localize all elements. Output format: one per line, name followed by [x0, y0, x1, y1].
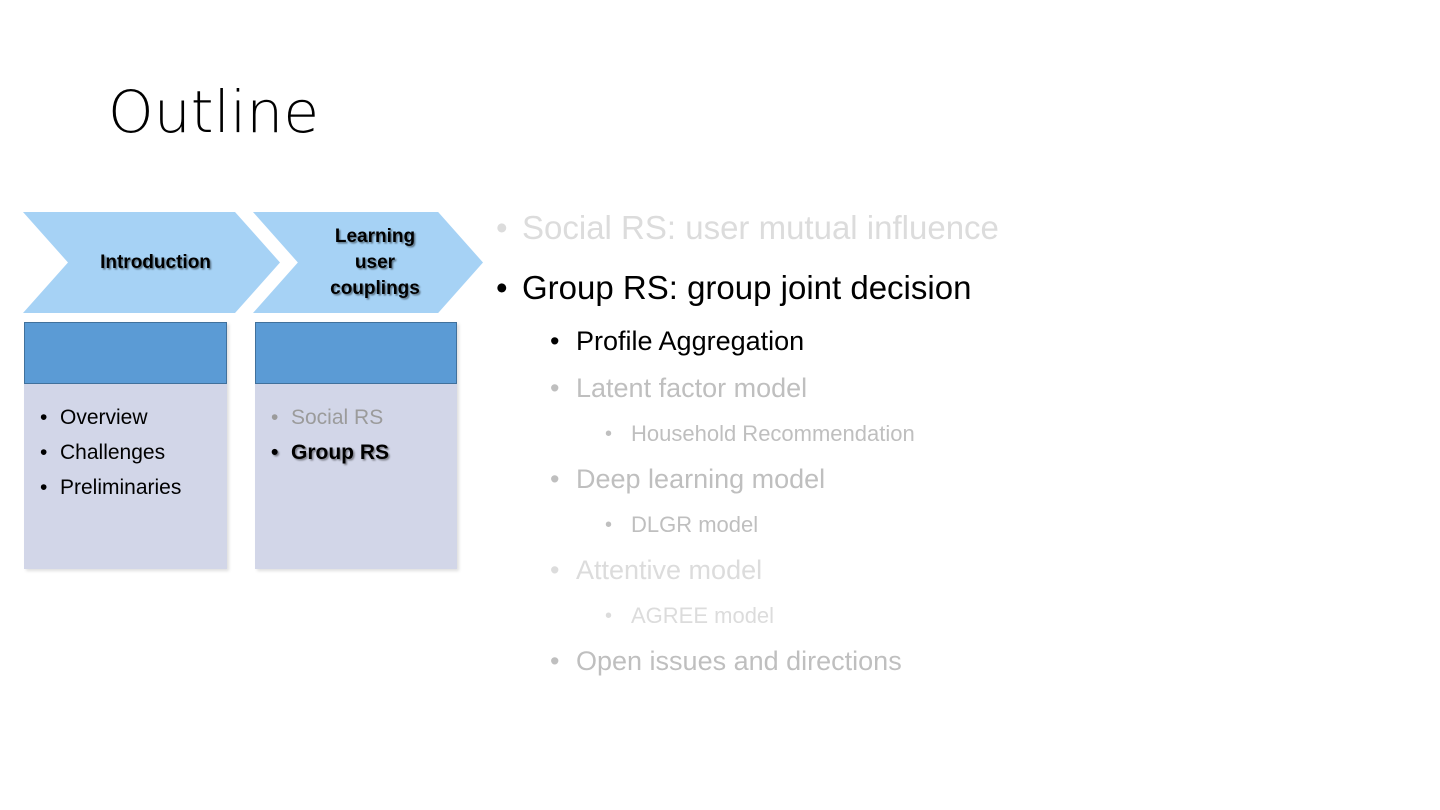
outline-item-group-rs[interactable]: • Group RS: group joint decision [492, 258, 1412, 318]
list-item[interactable]: Social RS [269, 400, 457, 435]
outline-item-household-recommendation[interactable]: • Household Recommendation [492, 412, 1412, 456]
outline-item-label: AGREE model [631, 603, 775, 628]
list-item[interactable]: Preliminaries [38, 470, 227, 505]
bullet-icon: • [605, 514, 613, 536]
bullet-icon: • [550, 326, 560, 356]
chevron-label: Learning user couplings [300, 224, 436, 302]
stage-box-header [24, 322, 227, 384]
outline-item-label: Social RS: user mutual influence [522, 209, 999, 246]
outline-item-label: Latent factor model [576, 373, 808, 403]
chevron-label-line: Introduction [100, 251, 211, 273]
stage-box-body: Social RS Group RS [255, 384, 457, 569]
outline-item-attentive-model[interactable]: • Attentive model [492, 547, 1412, 594]
outline-item-dlgr-model[interactable]: • DLGR model [492, 503, 1412, 547]
outline-item-agree-model[interactable]: • AGREE model [492, 594, 1412, 638]
outline-item-open-issues-and-directions[interactable]: • Open issues and directions [492, 638, 1412, 685]
outline-list: • Social RS: user mutual influence • Gro… [492, 198, 1412, 685]
bullet-icon: • [550, 464, 560, 494]
chevron-label-line: Learning [334, 225, 416, 247]
bullet-icon: • [550, 555, 560, 585]
bullet-icon: • [550, 646, 560, 676]
outline-item-label: Open issues and directions [576, 646, 902, 676]
outline-item-label: Household Recommendation [631, 421, 915, 446]
outline-item-label: Group RS: group joint decision [522, 269, 972, 306]
bullet-icon: • [605, 605, 613, 627]
page-title: Outline [108, 78, 320, 146]
chevron-label: Introduction [74, 250, 229, 276]
outline-item-profile-aggregation[interactable]: • Profile Aggregation [492, 318, 1412, 365]
outline-item-social-rs[interactable]: • Social RS: user mutual influence [492, 198, 1412, 258]
outline-item-label: Profile Aggregation [576, 326, 805, 356]
stage-box-learning-user-couplings[interactable]: Social RS Group RS [255, 322, 457, 569]
outline-item-label: Deep learning model [576, 464, 826, 494]
bullet-icon: • [496, 209, 508, 246]
stage-box-introduction[interactable]: Overview Challenges Preliminaries [24, 322, 227, 569]
list-item[interactable]: Challenges [38, 435, 227, 470]
stage-box-header [255, 322, 457, 384]
stage-box-body: Overview Challenges Preliminaries [24, 384, 227, 569]
outline-item-deep-learning-model[interactable]: • Deep learning model [492, 456, 1412, 503]
chevron-label-line: couplings [330, 277, 420, 299]
outline-item-label: DLGR model [631, 512, 759, 537]
chevron-label-line: user [354, 251, 396, 273]
bullet-icon: • [605, 423, 613, 445]
outline-item-latent-factor-model[interactable]: • Latent factor model [492, 365, 1412, 412]
outline-item-label: Attentive model [576, 555, 763, 585]
list-item[interactable]: Overview [38, 400, 227, 435]
bullet-icon: • [550, 373, 560, 403]
bullet-icon: • [496, 269, 508, 306]
process-chevron-introduction[interactable]: Introduction [23, 212, 280, 313]
list-item[interactable]: Group RS [269, 435, 457, 470]
process-chevron-learning-user-couplings[interactable]: Learning user couplings [253, 212, 483, 313]
